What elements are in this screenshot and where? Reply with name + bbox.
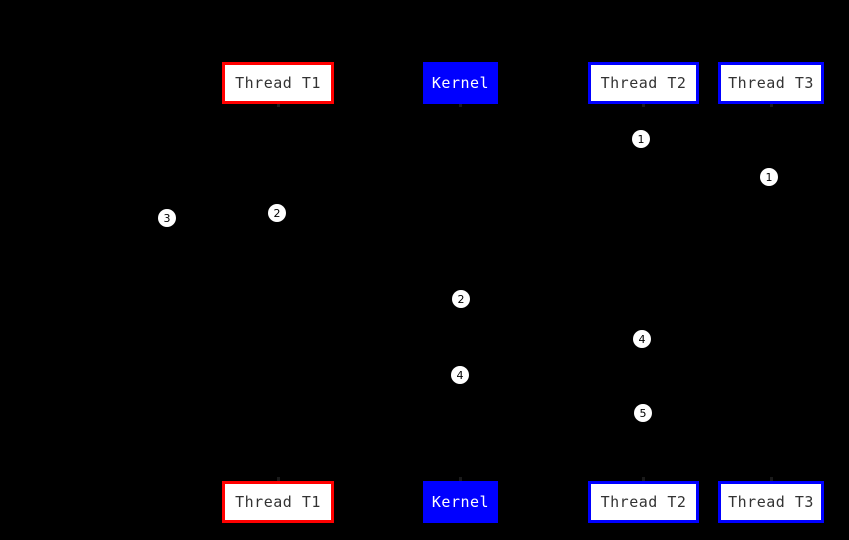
participant-label: Thread T3 bbox=[728, 493, 814, 511]
lifeline-nub-kernel-top bbox=[459, 103, 462, 107]
sequence-number-bullet: 5 bbox=[634, 404, 652, 422]
lifeline-nub-t1-bottom bbox=[277, 477, 280, 481]
participant-footer-t3[interactable]: Thread T3 bbox=[718, 481, 824, 523]
participant-footer-t2[interactable]: Thread T2 bbox=[588, 481, 699, 523]
participant-label: Kernel bbox=[431, 493, 490, 511]
participant-label: Thread T2 bbox=[600, 493, 687, 511]
sequence-number-bullet: 1 bbox=[760, 168, 778, 186]
sequence-number-bullet: 3 bbox=[158, 209, 176, 227]
sequence-number-bullet: 1 bbox=[632, 130, 650, 148]
sequence-number-bullet: 4 bbox=[451, 366, 469, 384]
lifeline-nub-kernel-bottom bbox=[459, 477, 462, 481]
lifeline-nub-t3-bottom bbox=[770, 477, 773, 481]
participant-header-t2[interactable]: Thread T2 bbox=[588, 62, 699, 104]
lifeline-t3 bbox=[771, 104, 772, 481]
participant-label: Thread T1 bbox=[235, 74, 321, 92]
lifeline-t2 bbox=[643, 104, 644, 481]
lifeline-nub-t1-top bbox=[277, 103, 280, 107]
lifeline-nub-t2-top bbox=[642, 103, 645, 107]
lifeline-t1 bbox=[278, 104, 279, 481]
participant-header-t3[interactable]: Thread T3 bbox=[718, 62, 824, 104]
participant-label: Kernel bbox=[431, 74, 490, 92]
participant-footer-kernel[interactable]: Kernel bbox=[423, 481, 498, 523]
participant-header-kernel[interactable]: Kernel bbox=[423, 62, 498, 104]
sequence-number-bullet: 4 bbox=[633, 330, 651, 348]
participant-label: Thread T1 bbox=[235, 493, 321, 511]
participant-header-t1[interactable]: Thread T1 bbox=[222, 62, 334, 104]
participant-footer-t1[interactable]: Thread T1 bbox=[222, 481, 334, 523]
sequence-number-bullet: 2 bbox=[452, 290, 470, 308]
participant-label: Thread T3 bbox=[728, 74, 814, 92]
participant-label: Thread T2 bbox=[600, 74, 687, 92]
lifeline-nub-t3-top bbox=[770, 103, 773, 107]
sequence-number-bullet: 2 bbox=[268, 204, 286, 222]
lifeline-nub-t2-bottom bbox=[642, 477, 645, 481]
